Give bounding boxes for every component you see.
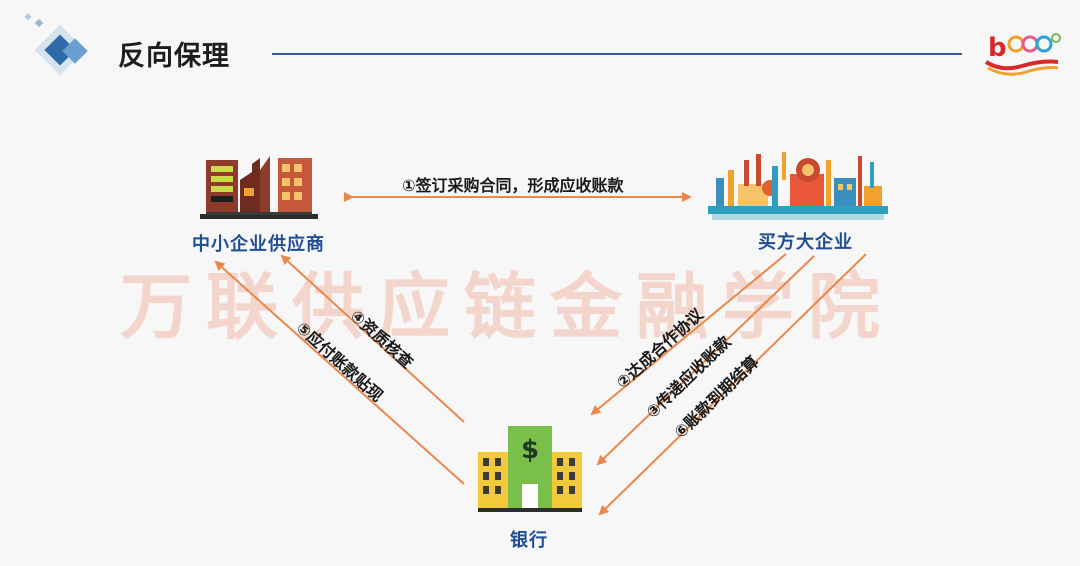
svg-text:$: $ [521, 435, 539, 465]
industrial-plant-icon [708, 152, 888, 220]
title-rule [272, 53, 962, 55]
arrow-step6 [598, 253, 867, 516]
bank-label: 银行 [510, 530, 548, 551]
supplier-label: 中小企业供应商 [192, 234, 325, 255]
step1-label: ①签订采购合同，形成应收账款 [402, 176, 624, 195]
watermark-text: 万联供应链金融学院 [120, 265, 895, 349]
diamond-logo-icon [24, 13, 88, 76]
svg-text:b: b [988, 33, 1007, 63]
arrow-step3 [596, 255, 815, 466]
arrow-step5 [214, 260, 465, 485]
arrow-step4 [280, 254, 465, 423]
factory-buildings-icon [200, 156, 318, 219]
page-title: 反向保理 [118, 41, 230, 72]
arrow-step2 [590, 253, 787, 416]
buyer-label: 买方大企业 [758, 232, 853, 253]
brand-logo-icon: b [984, 33, 1061, 76]
bank-building-icon: $ [478, 426, 582, 512]
